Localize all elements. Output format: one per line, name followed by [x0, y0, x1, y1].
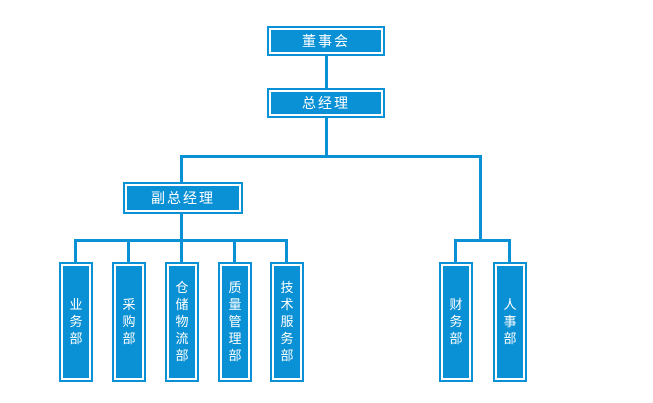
org-node-board-label: 董事会 — [302, 34, 350, 50]
connector-right-drop — [479, 155, 482, 242]
org-node-finance-dept: 财务部 — [439, 262, 473, 382]
connector-stub-finance — [454, 239, 457, 262]
org-node-deputy-general-manager: 副总经理 — [123, 182, 243, 214]
org-node-general-manager-label: 总经理 — [302, 96, 350, 112]
connector-right-horizontal — [454, 239, 511, 242]
org-node-hr-dept-label: 人事部 — [503, 297, 517, 347]
org-node-purchasing-dept-label: 采购部 — [122, 297, 136, 347]
org-node-business-dept: 业务部 — [59, 262, 93, 382]
connector-deputy-to-bar — [180, 214, 183, 242]
connector-stub-dept-2 — [127, 239, 130, 262]
connector-stub-dept-4 — [233, 239, 236, 262]
connector-stub-hr — [508, 239, 511, 262]
org-node-warehouse-logistics-dept: 仓储物流部 — [165, 262, 199, 382]
org-node-warehouse-logistics-dept-label: 仓储物流部 — [175, 280, 189, 364]
org-node-business-dept-label: 业务部 — [69, 297, 83, 347]
connector-board-gm — [325, 56, 328, 89]
connector-gm-drop — [325, 118, 328, 158]
org-node-general-manager: 总经理 — [267, 88, 385, 118]
org-node-hr-dept: 人事部 — [493, 262, 527, 382]
org-node-purchasing-dept: 采购部 — [112, 262, 146, 382]
org-node-technical-service-dept-label: 技术服务部 — [280, 280, 294, 364]
org-node-quality-management-dept: 质量管理部 — [218, 262, 252, 382]
org-node-deputy-general-manager-label: 副总经理 — [151, 191, 215, 207]
org-node-quality-management-dept-label: 质量管理部 — [228, 280, 242, 364]
org-node-technical-service-dept: 技术服务部 — [270, 262, 304, 382]
org-node-board: 董事会 — [267, 26, 385, 56]
connector-stub-dept-5 — [285, 239, 288, 262]
connector-deputy-drop — [180, 155, 183, 184]
org-node-finance-dept-label: 财务部 — [449, 297, 463, 347]
connector-stub-dept-3 — [180, 239, 183, 262]
connector-main-horizontal — [180, 155, 482, 158]
connector-stub-dept-1 — [74, 239, 77, 262]
